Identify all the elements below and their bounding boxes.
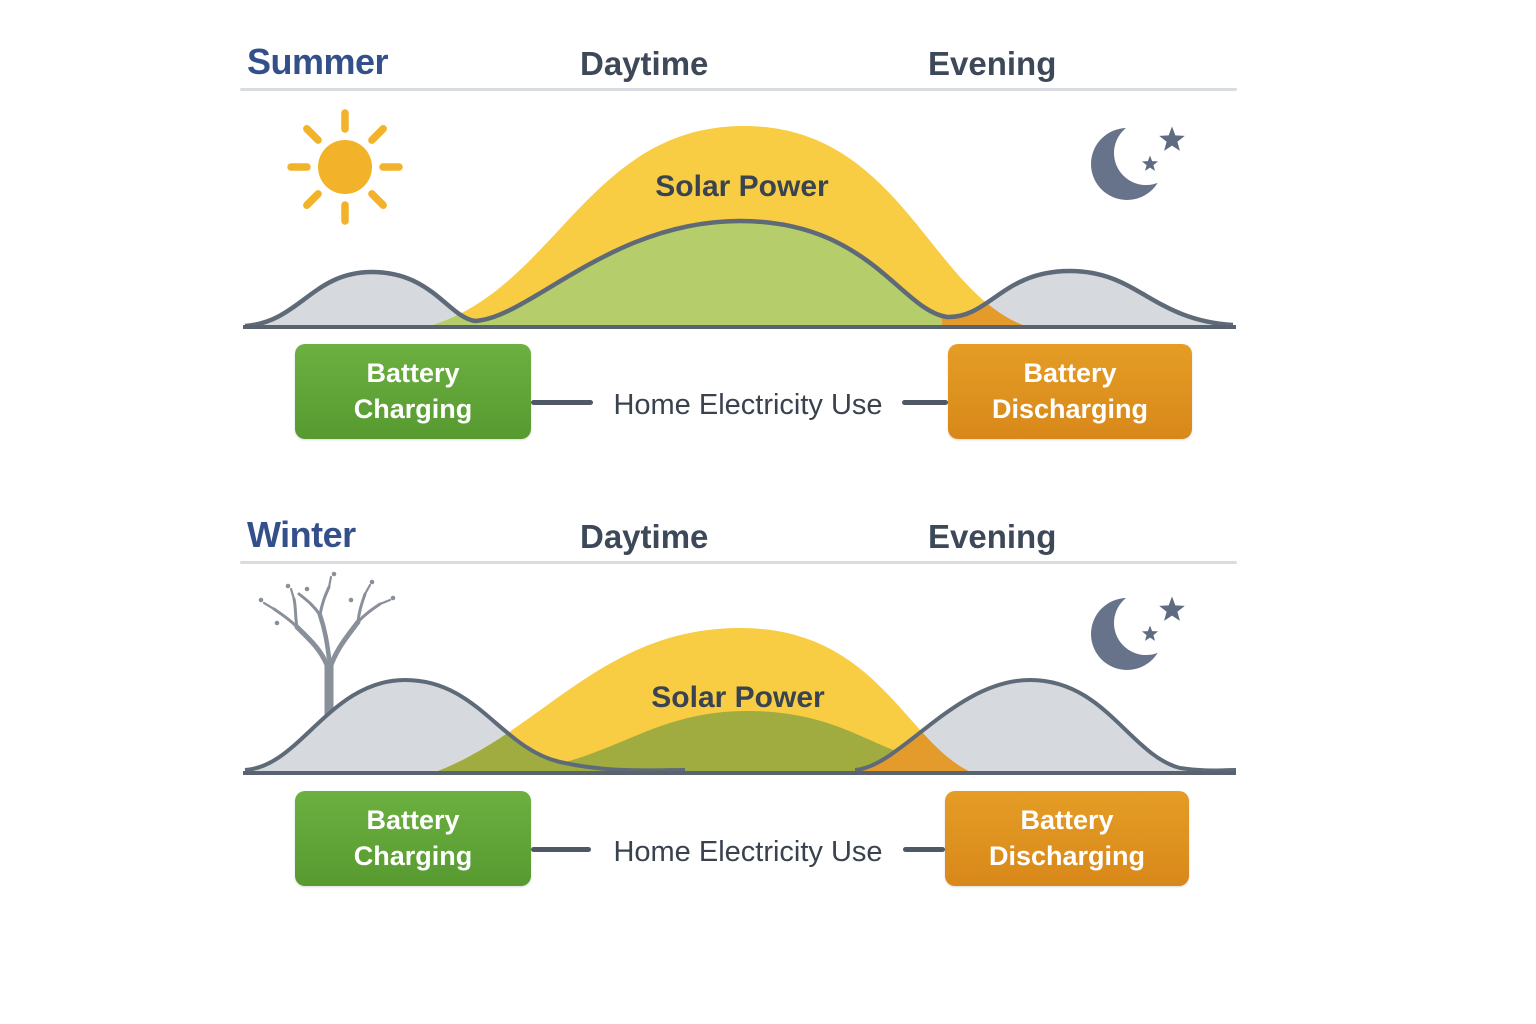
winter-evening-header: Evening (928, 518, 1057, 555)
winter-battery-discharging-badge: Battery Discharging (945, 791, 1189, 886)
solar-used-at-home-summer (422, 221, 1031, 328)
summer-title: Summer (247, 41, 389, 82)
battery-discharging-line1: Battery (1020, 804, 1114, 835)
summer-right-connector-line (902, 400, 948, 405)
morning-use-curve-winter (244, 677, 686, 773)
battery-discharging-line2: Discharging (991, 393, 1149, 424)
summer-header-rule (240, 88, 1237, 91)
winter-battery-charging-badge: Battery Charging (295, 791, 531, 886)
bare-tree-icon (258, 571, 396, 725)
sun-icon (287, 109, 403, 225)
solar-used-at-home-winter (430, 680, 965, 774)
home-use-curve-summer (244, 218, 1234, 329)
battery-discharging-line2: Discharging (988, 840, 1146, 871)
summer-solar-power-label: Solar Power (655, 170, 829, 203)
evening-use-curve-winter (854, 677, 1237, 773)
winter-right-connector-line (903, 847, 945, 852)
summer-daytime-header: Daytime (580, 45, 709, 82)
winter-chart (243, 571, 1237, 775)
summer-evening-header: Evening (928, 45, 1057, 82)
morning-use-area-winter (245, 680, 685, 774)
moon-stars-icon (1091, 121, 1185, 200)
winter-home-electricity-use-label: Home Electricity Use (613, 836, 883, 868)
moon-stars-icon (1091, 591, 1185, 670)
winter-header-rule (240, 561, 1237, 564)
summer-battery-discharging-badge: Battery Discharging (948, 344, 1192, 439)
summer-left-connector-line (531, 400, 593, 405)
winter-left-connector-line (531, 847, 591, 852)
battery-charging-line2: Charging (353, 393, 473, 424)
winter-solar-power-label: Solar Power (651, 681, 825, 714)
battery-charging-line1: Battery (366, 804, 460, 835)
battery-discharging-line1: Battery (1023, 357, 1117, 388)
summer-chart (243, 109, 1236, 329)
evening-use-area-winter (855, 680, 1236, 774)
battery-charging-line2: Charging (353, 840, 473, 871)
summer-home-electricity-use-label: Home Electricity Use (613, 389, 883, 421)
winter-daytime-header: Daytime (580, 518, 709, 555)
battery-charging-line1: Battery (366, 357, 460, 388)
summer-battery-charging-badge: Battery Charging (295, 344, 531, 439)
winter-title: Winter (247, 514, 356, 555)
